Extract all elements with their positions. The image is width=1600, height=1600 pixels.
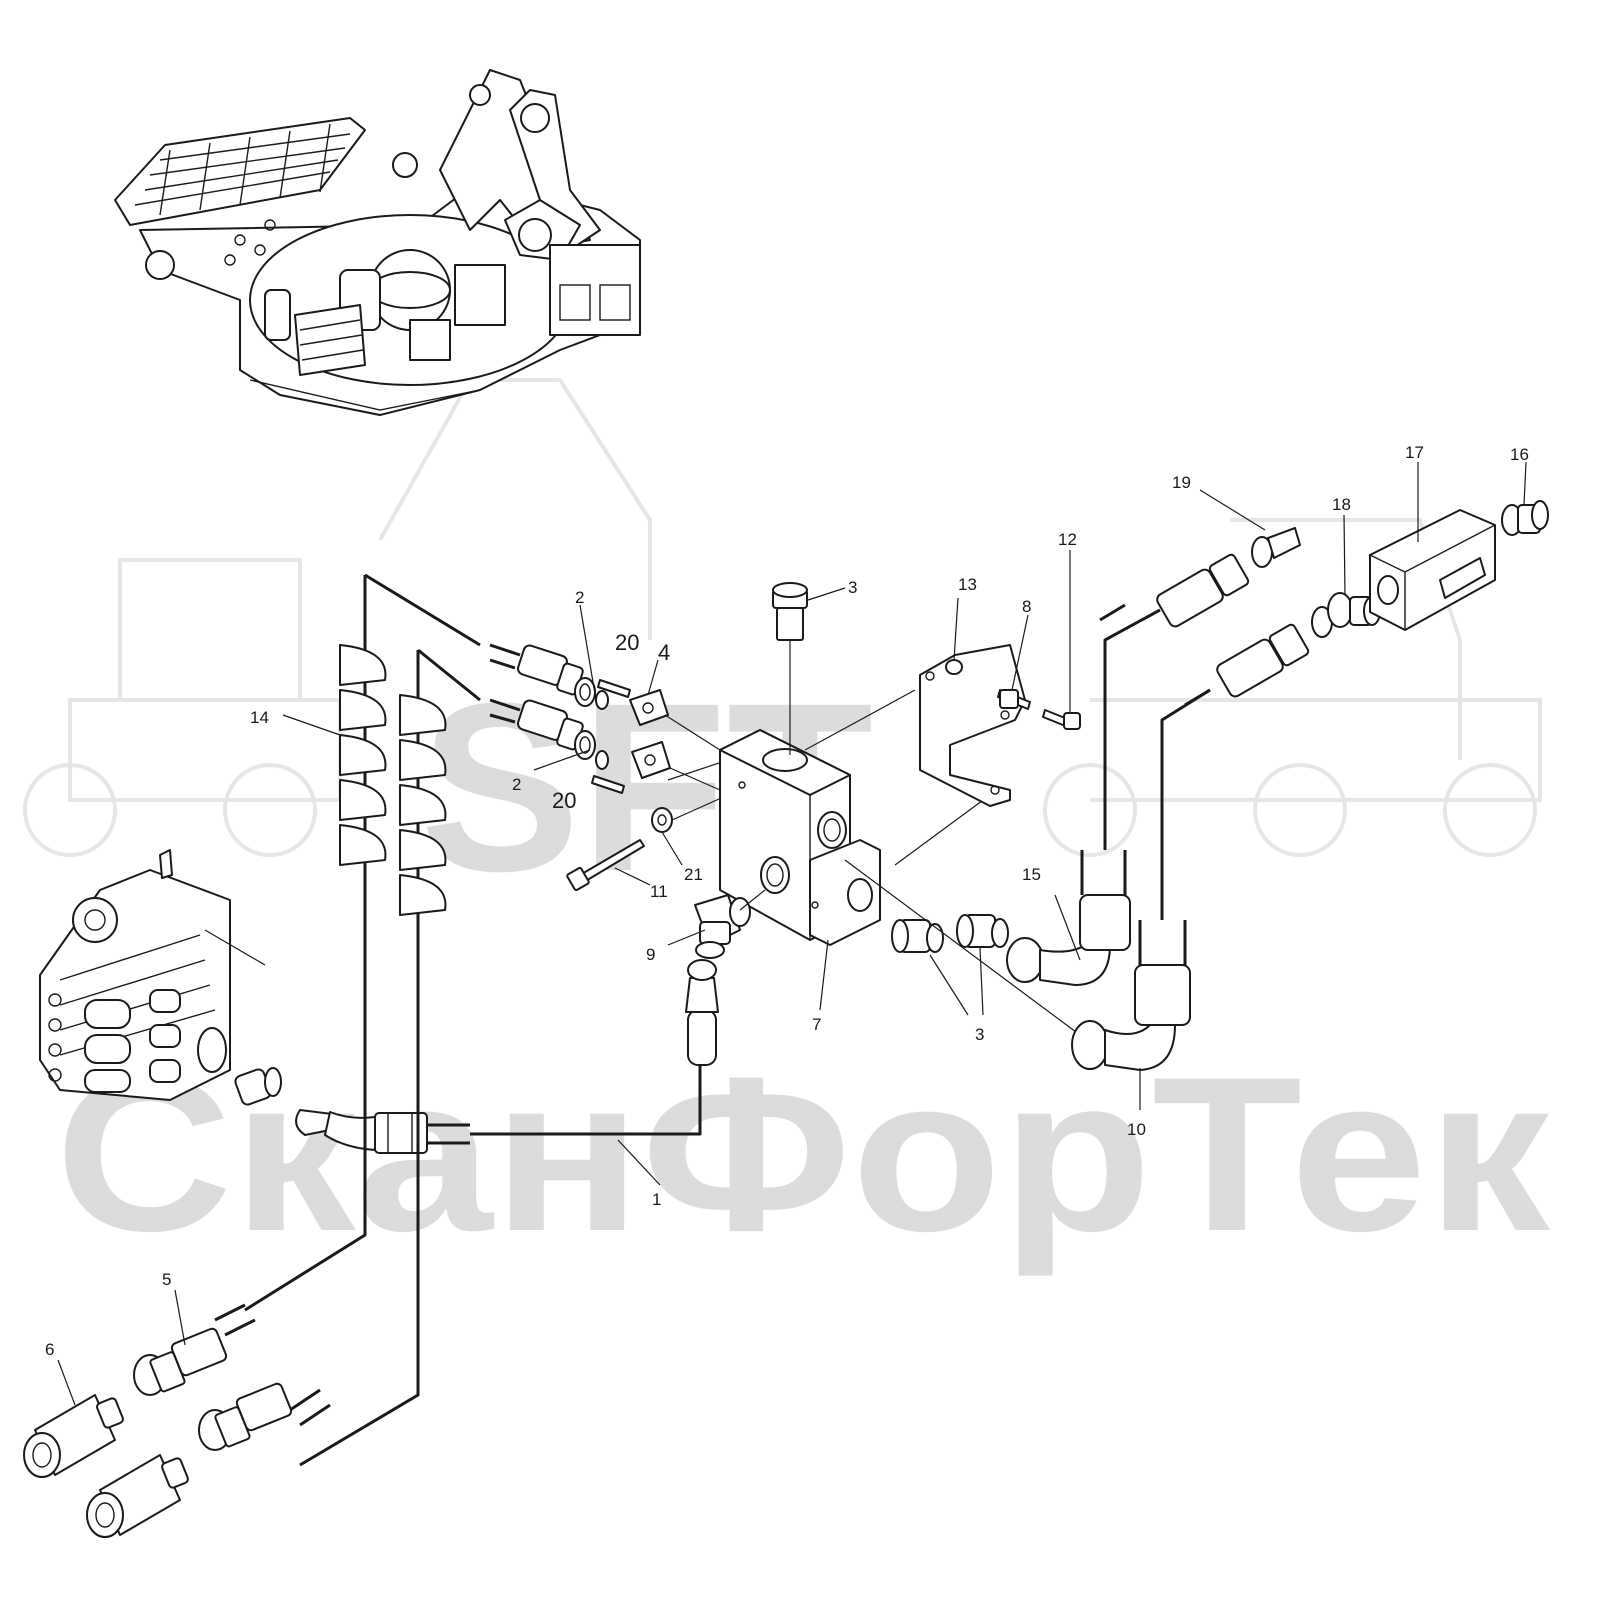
- callout-13: 13: [958, 575, 977, 594]
- nut-13: [945, 597, 963, 675]
- fitting-19: [1199, 489, 1266, 531]
- hose-5-upper: [133, 1289, 228, 1396]
- callout-4: 4: [658, 640, 670, 665]
- valve-outlet-fitting: [234, 1067, 282, 1106]
- manifold-block-7: [719, 640, 991, 1011]
- washer-21: [651, 794, 729, 866]
- callout-20-lower: 20: [552, 788, 576, 813]
- callout-14: 14: [250, 708, 269, 727]
- fitting-3-top: [772, 582, 846, 641]
- bolts-20: [591, 679, 631, 794]
- mounting-bracket: [919, 644, 1026, 807]
- fitting-16: [1501, 461, 1549, 536]
- hose-2-upper: [489, 643, 609, 710]
- callout-2-lower: 2: [512, 775, 521, 794]
- hose-15-upper-end: [1156, 527, 1301, 628]
- callout-5: 5: [162, 1270, 171, 1289]
- bolt-11: [566, 839, 651, 892]
- spiral-guard-14: [282, 644, 447, 916]
- callout-9: 9: [646, 945, 655, 964]
- hose-1: [295, 959, 719, 1186]
- bolt-8: [997, 614, 1031, 710]
- plug-6-upper: [23, 1359, 124, 1478]
- callout-18: 18: [1332, 495, 1351, 514]
- hose-10: [1071, 688, 1211, 1110]
- hose-15: [1006, 603, 1161, 986]
- callout-12: 12: [1058, 530, 1077, 549]
- callout-7: 7: [812, 1015, 821, 1034]
- machine-overview-illustration: [114, 69, 641, 416]
- callout-3-right: 3: [975, 1025, 984, 1044]
- control-valve-assembly: [39, 849, 266, 1101]
- watermark-brand: СканФорТек: [55, 1031, 1551, 1277]
- callout-11: 11: [650, 882, 668, 901]
- assembly-leaders: [533, 604, 729, 791]
- callout-17: 17: [1405, 443, 1424, 462]
- callout-19: 19: [1172, 473, 1191, 492]
- fittings-3-right: [844, 859, 1081, 1036]
- callout-2-upper: 2: [575, 588, 584, 607]
- hose-5-lower: [198, 1382, 293, 1451]
- watermark-excavator-art: [23, 378, 1542, 857]
- hose-10-upper-end: [1216, 606, 1333, 698]
- callout-21: 21: [684, 865, 703, 884]
- callout-10: 10: [1127, 1120, 1146, 1139]
- callout-20-upper: 20: [615, 630, 639, 655]
- elbow-fitting-9: [667, 889, 766, 959]
- callout-8: 8: [1022, 597, 1031, 616]
- callout-1: 1: [652, 1190, 661, 1209]
- callout-3-top: 3: [848, 578, 857, 597]
- bolt-12: [1042, 550, 1081, 730]
- plug-6-lower: [86, 1454, 189, 1538]
- hose-2-lower: [489, 698, 609, 770]
- callout-15: 15: [1022, 865, 1041, 884]
- block-17: [1369, 462, 1496, 631]
- flange-halves-4: [629, 689, 671, 779]
- callout-labels: 1 2 2 3 3 4 5 6 7 8 9 10 11 12 13 14 15 …: [45, 443, 1529, 1359]
- callout-16: 16: [1510, 445, 1529, 464]
- callout-6: 6: [45, 1340, 54, 1359]
